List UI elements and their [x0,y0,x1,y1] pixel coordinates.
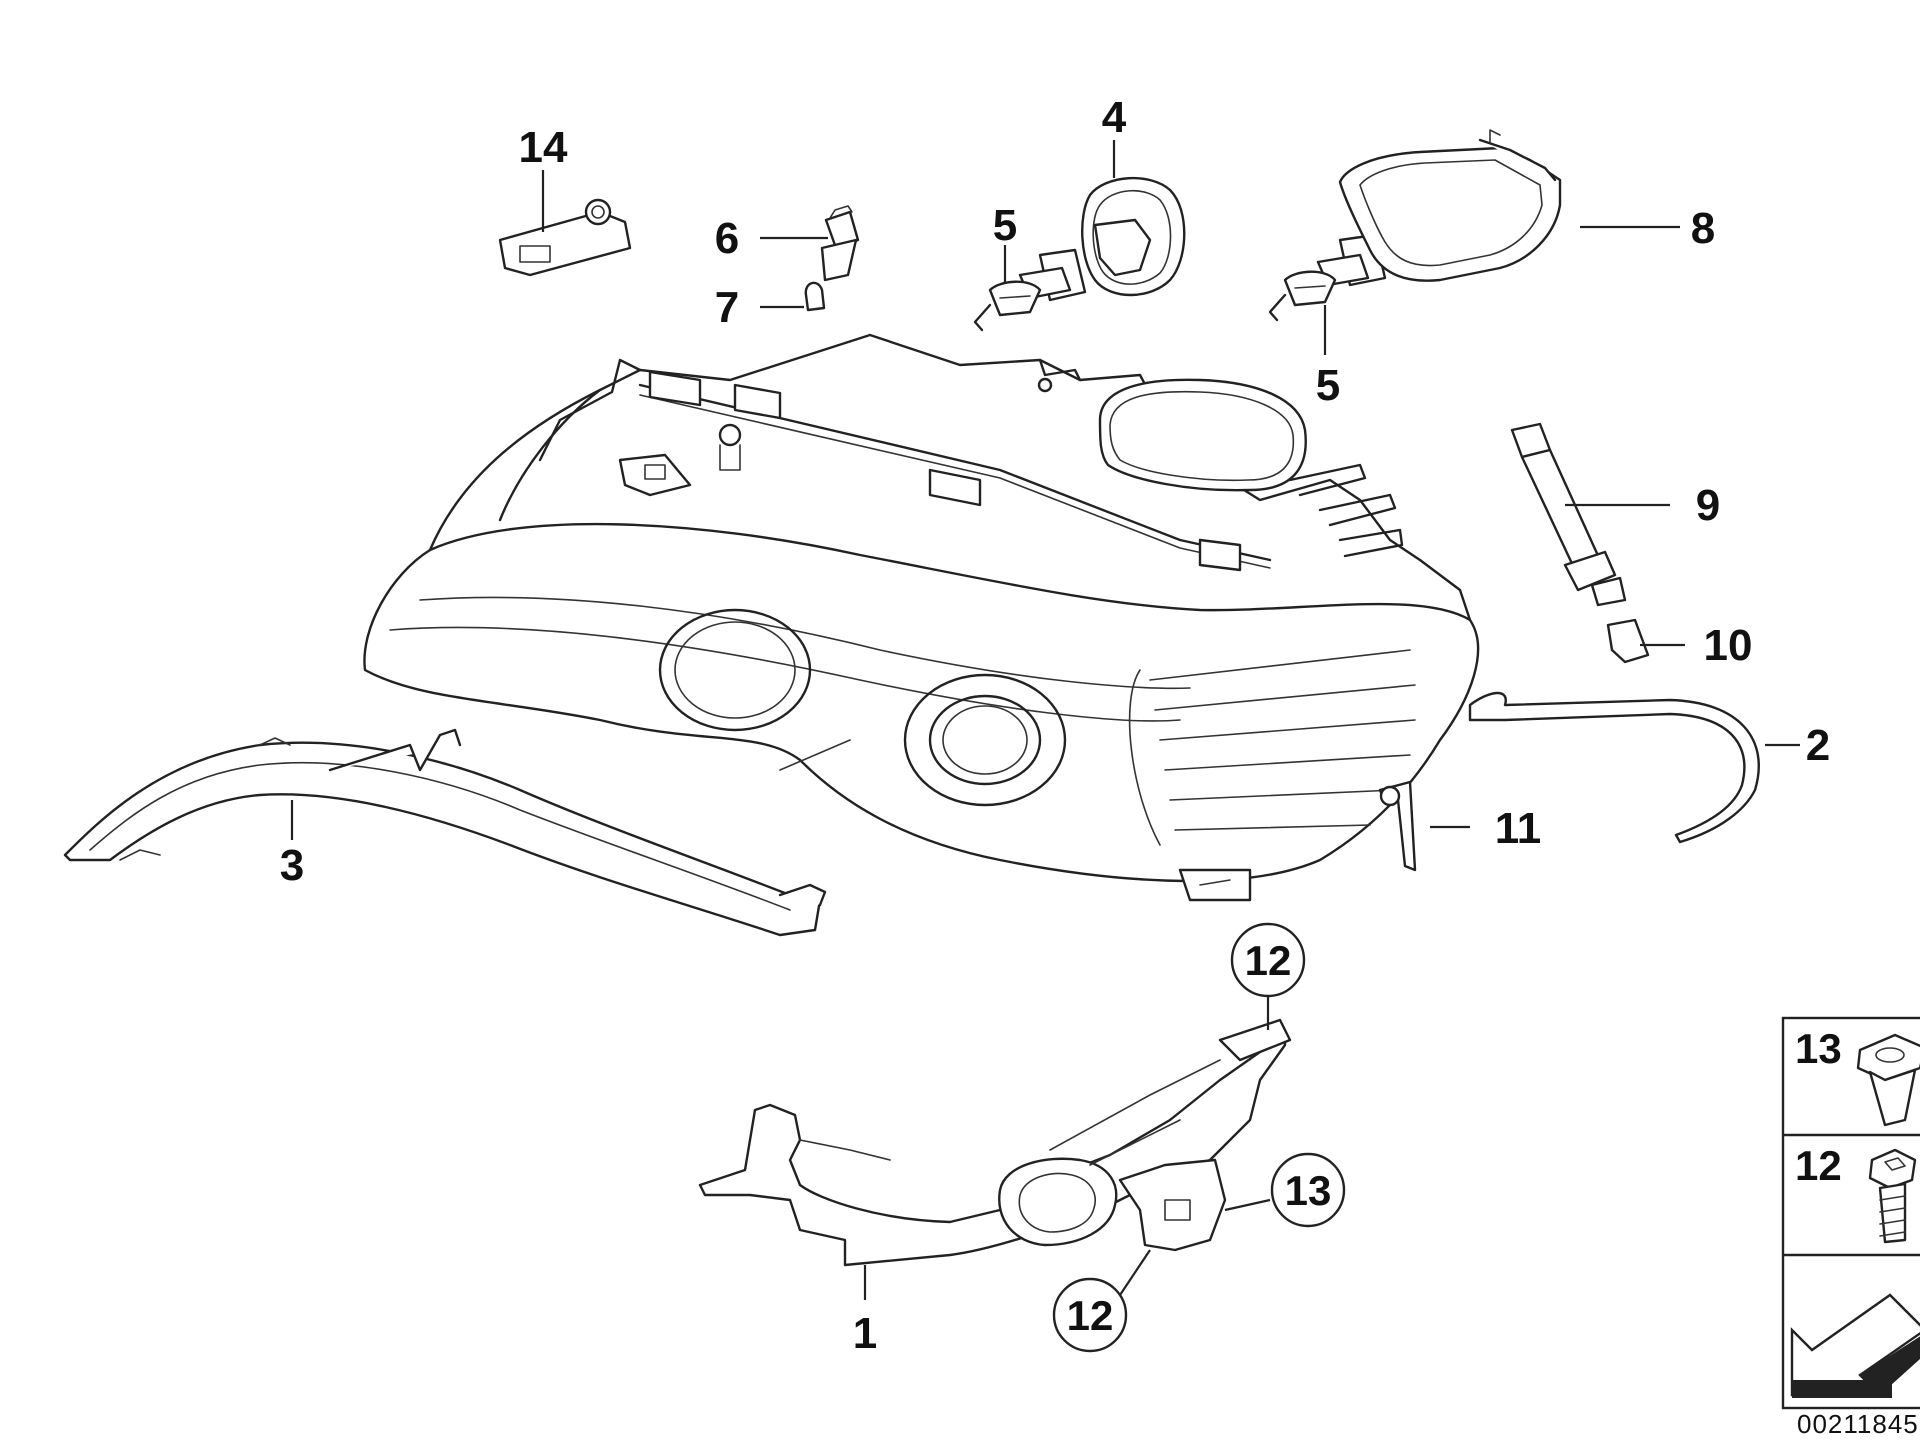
callout-4: 4 [1102,93,1127,142]
callout-7: 7 [715,283,739,332]
part-bulb-5-right [1268,233,1387,322]
nut-icon [1856,1033,1920,1127]
circled-callout-12-bottom-label: 12 [1067,1292,1114,1339]
circled-callout-13-label: 13 [1285,1167,1332,1214]
callout-11: 11 [1495,804,1542,853]
screw-icon [1868,1148,1917,1244]
doc-code: 00211845 [1797,1409,1919,1439]
callout-1: 1 [853,1309,877,1358]
part-igniter-9 [1510,422,1627,607]
part-clip-11 [1378,780,1417,872]
part-bulb-7 [804,281,826,312]
callout-3: 3 [280,841,304,890]
leader-line-12-bottom [1119,1249,1151,1296]
circled-callout-13: 13 [1270,1152,1346,1228]
part-strip-2 [1468,691,1760,844]
legend-row-13-label: 13 [1795,1025,1842,1072]
part-clip-14 [498,198,632,277]
part-cap-4 [1081,177,1186,297]
circled-callout-12-top-label: 12 [1245,937,1292,984]
callout-6: 6 [715,214,739,263]
legend-row-12-label: 12 [1795,1142,1842,1189]
headlight-housing [363,333,1480,902]
part-trim-3 [63,728,827,937]
direction-arrow-icon [1790,1293,1920,1398]
callout-8: 8 [1691,204,1715,253]
callout-9: 9 [1696,481,1720,530]
callout-2: 2 [1806,721,1830,770]
circled-callout-12-top: 12 [1230,922,1306,998]
callout-10: 10 [1704,621,1753,670]
circled-callout-12-bottom: 12 [1052,1277,1128,1353]
part-frame-8 [1338,129,1562,282]
callout-5-bottom: 5 [1316,361,1340,410]
part-bulb-5-left [973,248,1087,332]
part-bulb-10 [1606,618,1650,664]
leader-line-13-circled [1224,1198,1271,1212]
callout-14: 14 [519,123,568,172]
fastener-legend: 13 12 [1781,1016,1920,1410]
callout-5-top: 5 [993,201,1017,250]
part-socket-6 [820,205,860,282]
part-bracket-1 [698,1018,1292,1267]
